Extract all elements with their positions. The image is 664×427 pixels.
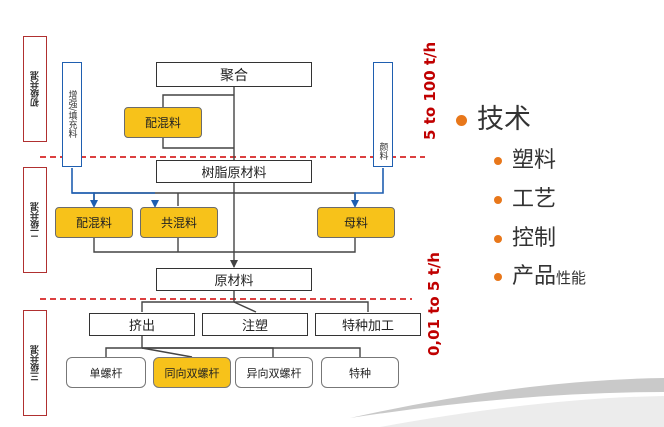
masterbatch-box: 母料 [317, 207, 395, 238]
outline-item-3: 控制 [494, 220, 556, 252]
filler-box: 增强/填充料 [62, 62, 82, 167]
stage-label-2: 二级共混 [23, 167, 47, 273]
throughput-bottom-label: 0,01 to 5 t/h [425, 252, 443, 356]
counterrotating-twin-box: 异向双螺杆 [235, 357, 313, 388]
bullet-icon [494, 157, 502, 165]
outline-item-4: 产品性能 [494, 258, 586, 290]
bullet-icon [456, 115, 467, 126]
bullet-icon [494, 273, 502, 281]
injection-box: 注塑 [202, 313, 308, 336]
compound-left-box: 配混料 [55, 207, 133, 238]
stage-label-3: 三级共混 [23, 310, 47, 416]
compound-top-box: 配混料 [124, 107, 202, 138]
polymerization-box: 聚合 [156, 62, 312, 87]
extrusion-box: 挤出 [89, 313, 195, 336]
pigment-box: 颜料 [373, 62, 393, 167]
swoosh-decoration [350, 378, 664, 418]
bullet-icon [494, 235, 502, 243]
blend-box: 共混料 [140, 207, 218, 238]
resin-box: 树脂原材料 [156, 160, 312, 183]
special-box: 特种 [321, 357, 399, 388]
single-screw-box: 单螺杆 [66, 357, 146, 388]
raw-material-box: 原材料 [156, 268, 312, 291]
outline-item-1: 塑料 [494, 142, 556, 174]
outline-main: 技术 [456, 97, 531, 136]
throughput-top-label: 5 to 100 t/h [421, 41, 439, 140]
stage-label-1: 初级共混 [23, 36, 47, 142]
swoosh-decoration-light [380, 396, 664, 427]
outline-item-2: 工艺 [494, 181, 556, 213]
special-processing-box: 特种加工 [315, 313, 421, 336]
bullet-icon [494, 196, 502, 204]
corotating-twin-box: 同向双螺杆 [153, 357, 231, 388]
